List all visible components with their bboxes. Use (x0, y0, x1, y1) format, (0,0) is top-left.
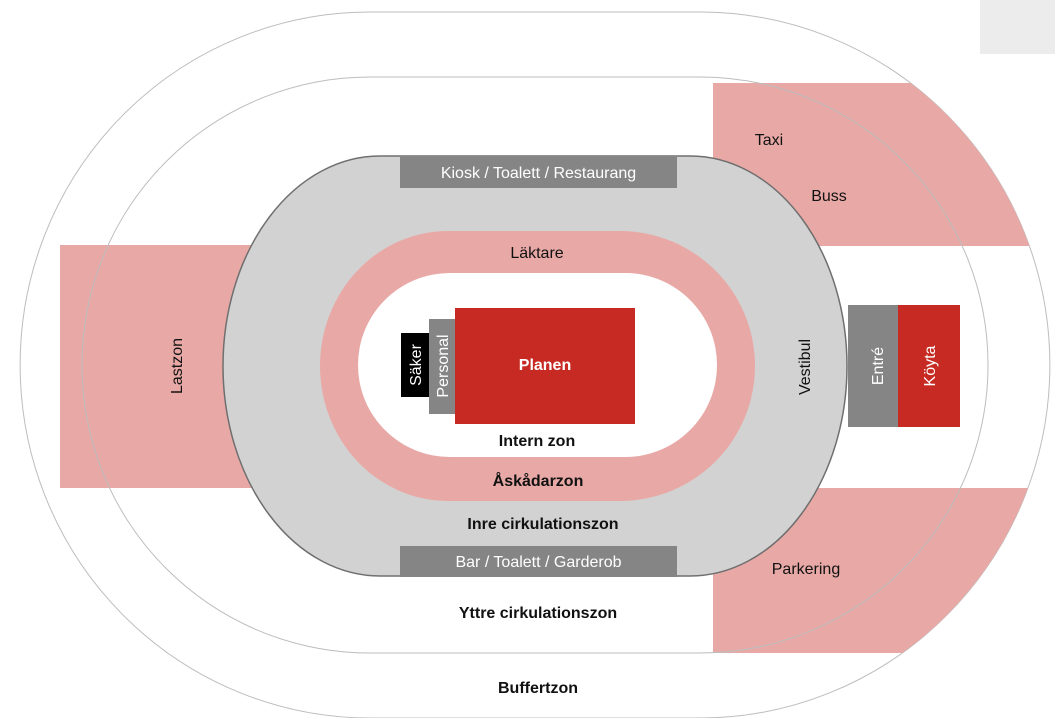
buffer-zone-label: Buffertzon (498, 680, 578, 697)
security-label: Säker (408, 343, 425, 385)
inner-circulation-label: Inre cirkulationszon (467, 516, 618, 533)
corner-menu-button[interactable] (980, 0, 1055, 54)
facilities-top-bar (400, 157, 677, 188)
facilities-bottom-bar (400, 546, 677, 577)
facilities-bottom-label: Bar / Toalett / Garderob (455, 554, 621, 571)
outer-circulation-boundary (81, 76, 989, 654)
staff-label: Personal (435, 334, 452, 397)
loading-zone-label: Lastzon (169, 338, 186, 394)
spectator-zone-label: Åskådarzon (493, 471, 584, 490)
stands-label: Läktare (510, 245, 563, 262)
vestibule-label: Vestibul (797, 339, 814, 395)
internal-zone-label: Intern zon (499, 433, 575, 450)
bus-label: Buss (811, 188, 847, 205)
queue-block (898, 305, 960, 427)
security-block (401, 333, 429, 397)
entrance-block (848, 305, 898, 427)
parking-label: Parkering (772, 561, 840, 578)
field-label: Planen (519, 357, 571, 374)
queue-label: Köyta (922, 345, 939, 386)
entrance-label: Entré (870, 347, 887, 385)
taxi-label: Taxi (755, 132, 783, 149)
staff-block (429, 319, 455, 414)
field-block (455, 308, 635, 424)
outer-circulation-label: Yttre cirkulationszon (459, 605, 617, 622)
facilities-top-label: Kiosk / Toalett / Restaurang (441, 165, 636, 182)
